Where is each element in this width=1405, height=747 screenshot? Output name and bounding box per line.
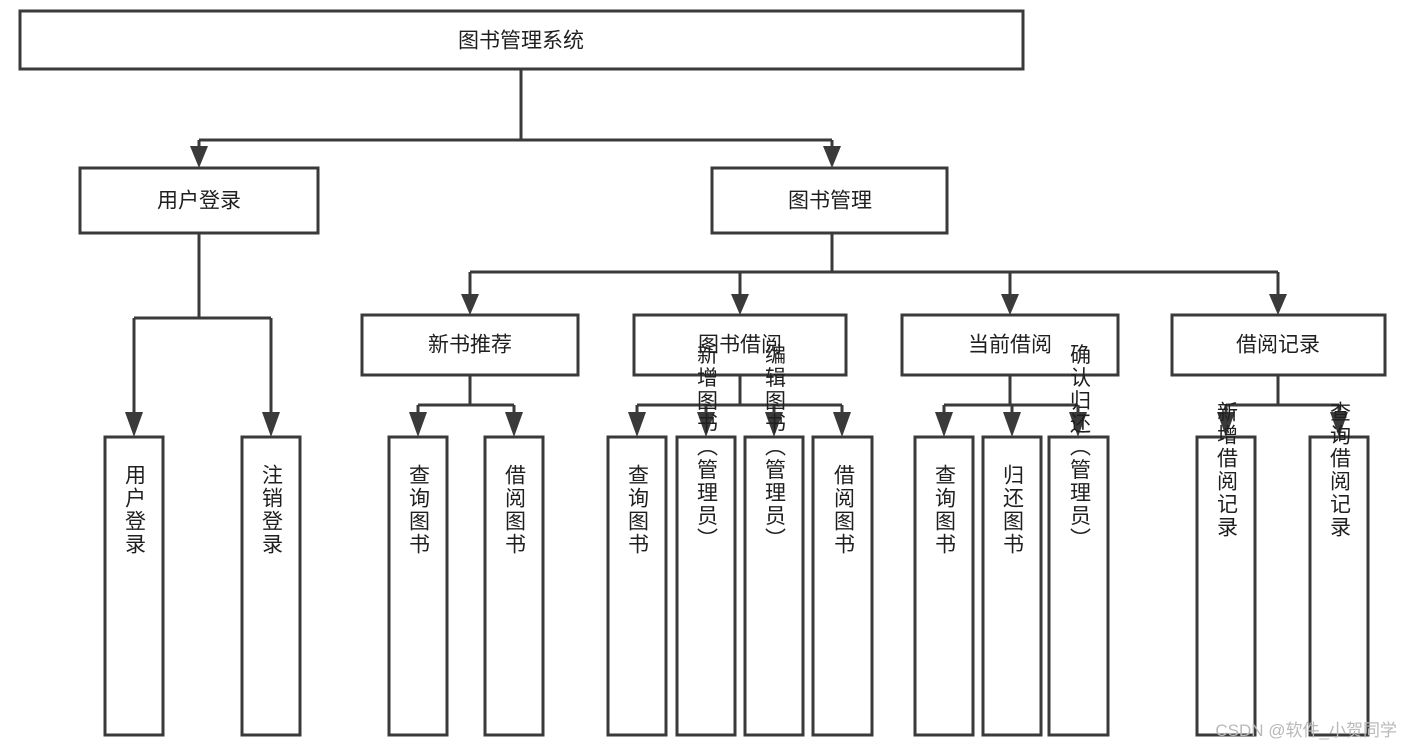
node-label: 查询图书 bbox=[626, 464, 650, 556]
arrowhead-book-management bbox=[823, 146, 841, 168]
node-box[interactable] bbox=[18, 9, 1025, 71]
node-label: 归还图书 bbox=[1001, 464, 1025, 556]
node-label: 查询图书 bbox=[933, 464, 957, 556]
arrowhead-borrow-record bbox=[1269, 294, 1287, 315]
node-box[interactable] bbox=[1047, 435, 1110, 737]
connector-layer bbox=[125, 69, 1348, 437]
node-label: 查询图书 bbox=[407, 464, 431, 556]
node-label: 确认归还（管理员） bbox=[1068, 344, 1092, 551]
node-user-login[interactable]: 用户登录 bbox=[78, 166, 320, 235]
node-box[interactable] bbox=[606, 435, 668, 737]
arrowhead-new-book-recommend bbox=[461, 294, 479, 315]
node-book-management-system[interactable]: 图书管理系统 bbox=[18, 9, 1025, 71]
arrowhead-leaf-query-book-3 bbox=[935, 412, 953, 437]
node-label: 用户登录 bbox=[157, 190, 241, 213]
node-box[interactable] bbox=[387, 435, 449, 737]
node-leaf-logout-login[interactable]: 注销登录 bbox=[240, 435, 302, 737]
node-book-borrow[interactable]: 图书借阅 bbox=[632, 313, 848, 377]
arrowhead-leaf-logout-login bbox=[262, 412, 280, 437]
arrowhead-leaf-add-book bbox=[697, 412, 715, 437]
arrowhead-user-login bbox=[190, 146, 208, 168]
node-leaf-user-login[interactable]: 用户登录 bbox=[103, 435, 165, 737]
node-leaf-edit-book[interactable]: 编辑图书（管理员） bbox=[743, 344, 805, 737]
node-label: 图书借阅 bbox=[698, 334, 782, 357]
node-box[interactable] bbox=[240, 435, 302, 737]
node-label: 借阅记录 bbox=[1236, 334, 1320, 357]
arrowhead-leaf-borrow-book-1 bbox=[505, 412, 523, 437]
node-box[interactable] bbox=[103, 435, 165, 737]
node-box[interactable] bbox=[811, 435, 874, 737]
arrowhead-current-borrow bbox=[1001, 294, 1019, 315]
node-box[interactable] bbox=[743, 435, 805, 737]
node-box[interactable] bbox=[78, 166, 320, 235]
node-label: 借阅图书 bbox=[832, 464, 856, 556]
arrowhead-leaf-return-book bbox=[1003, 412, 1021, 437]
node-leaf-add-record[interactable]: 新增借阅记录 bbox=[1195, 401, 1257, 737]
arrowhead-leaf-add-record bbox=[1217, 412, 1235, 437]
node-label: 注销登录 bbox=[260, 464, 284, 556]
node-box[interactable] bbox=[913, 435, 975, 737]
node-leaf-add-book[interactable]: 新增图书（管理员） bbox=[675, 344, 737, 737]
node-leaf-return-book[interactable]: 归还图书 bbox=[981, 435, 1043, 737]
node-box[interactable] bbox=[900, 313, 1120, 377]
arrowhead-leaf-user-login bbox=[125, 412, 143, 437]
node-box[interactable] bbox=[632, 313, 848, 377]
node-box[interactable] bbox=[675, 435, 737, 737]
node-leaf-query-record[interactable]: 查询借阅记录 bbox=[1308, 401, 1370, 737]
node-new-book-recommend[interactable]: 新书推荐 bbox=[360, 313, 580, 377]
node-box[interactable] bbox=[981, 435, 1043, 737]
node-leaf-query-book-1[interactable]: 查询图书 bbox=[387, 435, 449, 737]
arrowhead-leaf-query-book-1 bbox=[409, 412, 427, 437]
node-box[interactable] bbox=[1308, 435, 1370, 737]
node-leaf-confirm-return[interactable]: 确认归还（管理员） bbox=[1047, 344, 1110, 737]
node-box[interactable] bbox=[1195, 435, 1257, 737]
node-label: 用户登录 bbox=[123, 464, 147, 556]
arrowhead-leaf-edit-book bbox=[765, 412, 783, 437]
node-label: 查询借阅记录 bbox=[1328, 401, 1352, 539]
node-box[interactable] bbox=[360, 313, 580, 377]
node-book-management[interactable]: 图书管理 bbox=[710, 166, 949, 235]
node-leaf-query-book-2[interactable]: 查询图书 bbox=[606, 435, 668, 737]
node-label: 新增借阅记录 bbox=[1215, 401, 1239, 539]
arrowhead-book-borrow bbox=[731, 294, 749, 315]
node-box[interactable] bbox=[483, 435, 545, 737]
node-current-borrow[interactable]: 当前借阅 bbox=[900, 313, 1120, 377]
node-box[interactable] bbox=[1170, 313, 1387, 377]
node-label: 当前借阅 bbox=[968, 334, 1052, 357]
node-borrow-record[interactable]: 借阅记录 bbox=[1170, 313, 1387, 377]
node-label: 借阅图书 bbox=[503, 464, 527, 556]
arrowhead-leaf-query-record bbox=[1330, 412, 1348, 437]
node-leaf-borrow-book-2[interactable]: 借阅图书 bbox=[811, 435, 874, 737]
node-leaf-query-book-3[interactable]: 查询图书 bbox=[913, 435, 975, 737]
csdn-watermark: CSDN @软件_小贺同学 bbox=[1215, 721, 1397, 740]
arrowhead-leaf-query-book-2 bbox=[628, 412, 646, 437]
node-label: 编辑图书（管理员） bbox=[763, 344, 787, 551]
node-label: 图书管理 bbox=[788, 190, 872, 213]
node-label: 新增图书（管理员） bbox=[695, 344, 719, 551]
node-box[interactable] bbox=[710, 166, 949, 235]
arrowhead-leaf-borrow-book-2 bbox=[833, 412, 851, 437]
node-label: 新书推荐 bbox=[428, 334, 512, 357]
node-leaf-borrow-book-1[interactable]: 借阅图书 bbox=[483, 435, 545, 737]
arrowhead-leaf-confirm-return bbox=[1069, 412, 1087, 437]
node-label: 图书管理系统 bbox=[458, 30, 584, 53]
